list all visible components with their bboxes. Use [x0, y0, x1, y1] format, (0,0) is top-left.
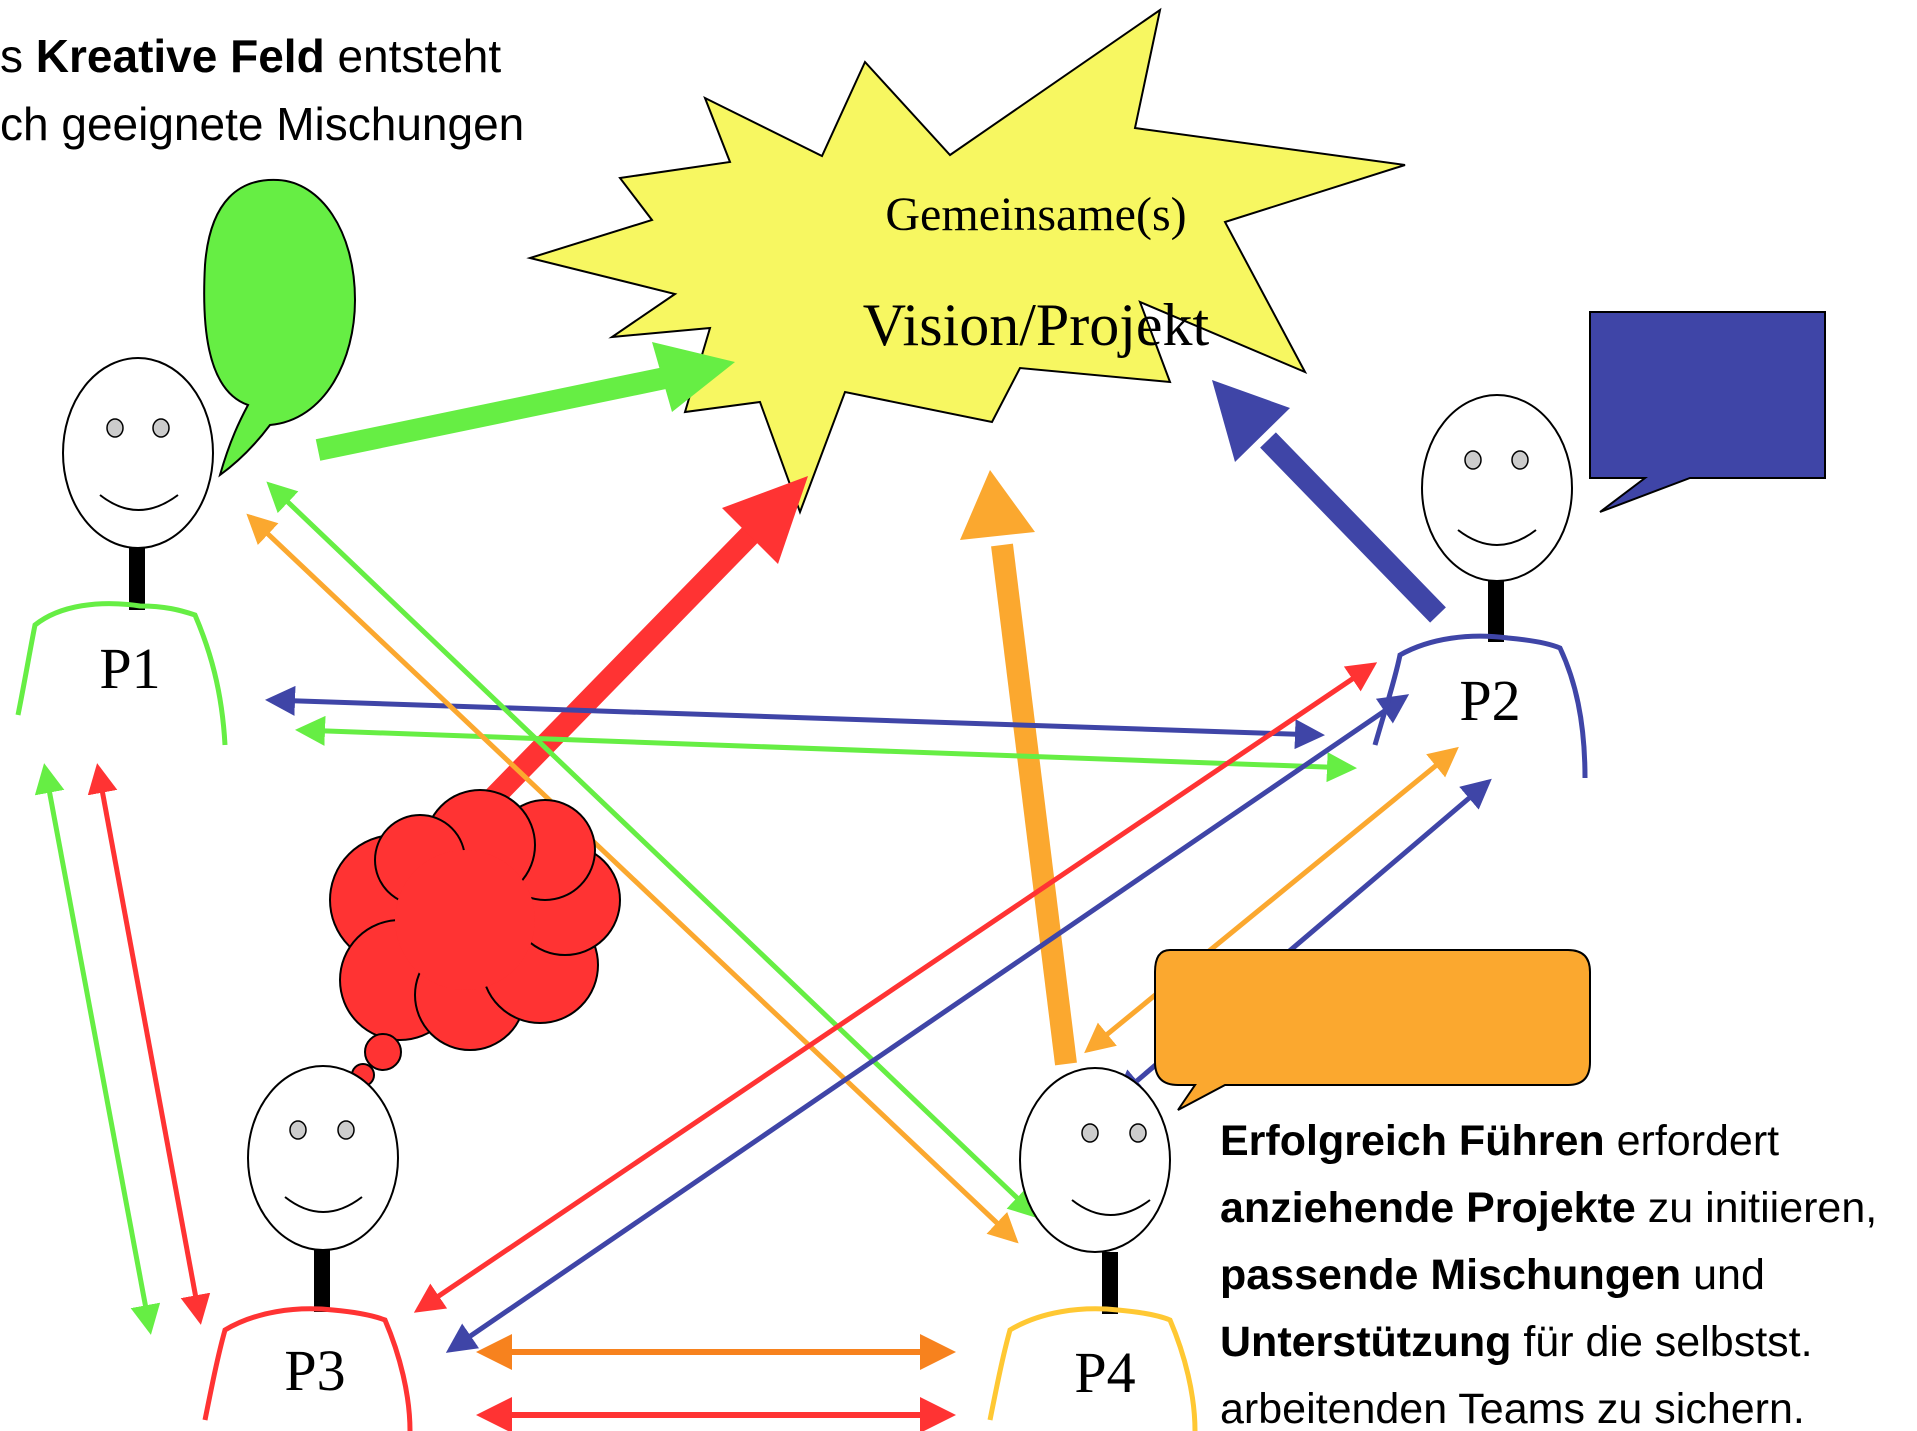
arrow-p1-p2-green — [295, 715, 1357, 783]
p2-speech-bubble — [1589, 311, 1826, 513]
p1-label: P1 — [99, 636, 160, 701]
p4-left-eye — [1081, 1123, 1099, 1143]
p3-neck — [314, 1250, 330, 1312]
note-line-2-bold: anziehende Projekte — [1220, 1184, 1636, 1232]
note-line-2: anziehende Projekte zu initiieren, — [1220, 1184, 1877, 1232]
p4-neck — [1102, 1252, 1118, 1314]
arrow-p1-p2-blue — [265, 685, 1325, 750]
note-line-3-bold: passende Mischungen — [1220, 1251, 1681, 1299]
p4-label: P4 — [1074, 1340, 1135, 1405]
p3-thought-cloud — [329, 789, 621, 1100]
vision-line-2: Vision/Projekt — [863, 292, 1210, 358]
p3-right-eye — [337, 1120, 355, 1140]
arrow-p1-to-vision — [315, 342, 735, 461]
p1-speech-bubble — [203, 178, 357, 478]
heading-post: entsteht — [325, 30, 502, 82]
p2-label: P2 — [1459, 668, 1520, 733]
note-line-4-bold: Unterstützung — [1220, 1318, 1511, 1366]
arrow-p1-p3-green — [34, 763, 161, 1335]
p3-label: P3 — [284, 1338, 345, 1403]
note-line-4-rest: für die selbstst. — [1511, 1318, 1812, 1366]
person-p1: P1 — [15, 178, 357, 746]
p2-left-eye — [1464, 450, 1482, 470]
p2-mouth — [1457, 529, 1537, 546]
note-line-2-rest: zu initiieren, — [1636, 1184, 1877, 1232]
p3-head — [247, 1065, 399, 1251]
vision-starburst — [526, 7, 1406, 515]
p1-right-eye — [152, 418, 170, 438]
vision-line-1: Gemeinsame(s) — [885, 188, 1186, 241]
p3-mouth — [284, 1196, 363, 1213]
arrow-p1-p3-red — [87, 763, 211, 1325]
heading-line-1: s Kreative Feld entsteht — [0, 30, 501, 82]
note-line-5: arbeitenden Teams zu sichern. — [1220, 1385, 1805, 1431]
leadership-note: Erfolgreich Führen erfordert anziehende … — [1220, 1117, 1877, 1431]
p4-mouth — [1071, 1199, 1151, 1216]
p2-neck — [1488, 580, 1504, 642]
person-p3: P3 — [202, 789, 621, 1431]
p1-head — [62, 357, 214, 549]
arrow-p2-to-vision — [1212, 380, 1446, 623]
note-line-1-rest: erfordert — [1605, 1117, 1780, 1165]
p1-body — [15, 601, 228, 746]
note-line-3-rest: und — [1681, 1251, 1765, 1299]
heading-pre: s — [0, 30, 36, 82]
p4-head — [1019, 1067, 1171, 1253]
note-line-4: Unterstützung für die selbstst. — [1220, 1318, 1813, 1366]
note-line-1-bold: Erfolgreich Führen — [1220, 1117, 1605, 1165]
p3-left-eye — [289, 1120, 307, 1140]
person-p4: P4 — [987, 949, 1591, 1431]
p4-speech-bubble — [1154, 949, 1591, 1111]
heading-bold: Kreative Feld — [36, 30, 325, 82]
p2-body — [1372, 633, 1588, 779]
note-line-3: passende Mischungen und — [1220, 1251, 1765, 1299]
p2-right-eye — [1511, 450, 1529, 470]
p1-mouth — [99, 494, 179, 511]
p4-right-eye — [1129, 1123, 1147, 1143]
note-line-1: Erfolgreich Führen erfordert — [1220, 1117, 1779, 1165]
p1-left-eye — [106, 418, 124, 438]
p4-body — [987, 1306, 1198, 1431]
arrow-p3-to-vision — [454, 476, 808, 838]
heading-line-2: ch geeignete Mischungen — [0, 98, 524, 150]
arrow-p4-to-vision — [960, 470, 1077, 1066]
person-p2: P2 — [1372, 311, 1826, 779]
p3-body — [202, 1306, 413, 1431]
p2-head — [1421, 394, 1573, 582]
p1-neck — [129, 548, 145, 610]
